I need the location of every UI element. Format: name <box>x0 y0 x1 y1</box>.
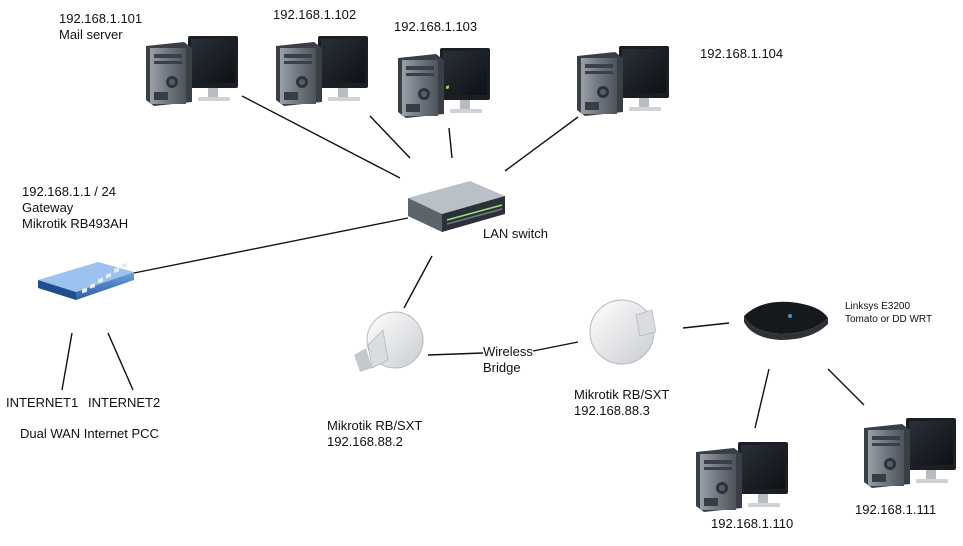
linksys-model: Linksys E3200 <box>845 301 911 312</box>
wireless-bridge-label: Wireless Bridge <box>483 344 533 376</box>
gateway-label: 192.168.1.1 / 24 Gateway Mikrotik RB493A… <box>22 184 128 232</box>
link-sxt-router <box>682 322 730 329</box>
sxt-left-ip: 192.168.88.2 <box>327 434 403 449</box>
link-mail-switch <box>241 95 401 179</box>
linksys-firmware: Tomato or DD WRT <box>845 314 933 325</box>
link-router-110 <box>754 368 770 429</box>
pc-110-icon <box>696 442 788 512</box>
pc-103-icon <box>398 48 490 118</box>
sxt-right-antenna-icon <box>589 299 657 365</box>
pc-mail-server-icon <box>146 36 238 106</box>
gateway-ip: 192.168.1.1 / 24 <box>22 184 116 199</box>
pc-mail-server-label: 192.168.1.101 Mail server <box>59 11 142 43</box>
linksys-router-label: Linksys E3200 Tomato or DD WRT <box>845 300 932 326</box>
sxt-left-label: Mikrotik RB/SXT 192.168.88.2 <box>327 418 422 450</box>
internet2-label: INTERNET2 <box>88 395 161 410</box>
lan-switch-label: LAN switch <box>483 226 549 241</box>
sxt-right-ip: 192.168.88.3 <box>574 403 650 418</box>
lan-switch-icon <box>408 85 505 232</box>
sxt-right-label: Mikrotik RB/SXT 192.168.88.3 <box>574 387 669 419</box>
gateway-role: Gateway <box>22 200 74 215</box>
pc-102-ip: 192.168.1.102 <box>273 7 357 22</box>
pc-102-icon <box>276 36 368 106</box>
sxt-left-antenna-icon <box>354 311 424 372</box>
pc-mail-ip: 192.168.1.101 <box>59 11 143 26</box>
link-104-switch <box>504 116 579 172</box>
link-wan1 <box>61 332 73 391</box>
connections <box>61 95 865 429</box>
pc-104-ip: 192.168.1.104 <box>700 46 784 61</box>
wireless-bridge-line2: Bridge <box>483 360 521 375</box>
link-bridge-left <box>427 352 484 356</box>
gateway-router-icon <box>38 262 134 300</box>
sxt-left-model: Mikrotik RB/SXT <box>327 418 423 433</box>
dual-wan-note: Dual WAN Internet PCC <box>20 426 159 441</box>
linksys-router-icon <box>744 301 828 340</box>
wireless-bridge-line1: Wireless <box>483 344 533 359</box>
gateway-model: Mikrotik RB493AH <box>22 216 129 231</box>
pc-111-ip: 192.168.1.111 <box>855 502 937 517</box>
pc-103-ip: 192.168.1.103 <box>394 19 478 34</box>
internet1-label: INTERNET1 <box>6 395 79 410</box>
link-bridge-right <box>532 341 579 352</box>
link-switch-sxt <box>403 255 433 309</box>
link-gateway-switch <box>133 217 409 274</box>
link-router-111 <box>827 368 865 406</box>
pc-111-icon <box>864 418 956 488</box>
link-wan2 <box>107 332 134 391</box>
pc-110-ip: 192.168.1.110 <box>711 516 794 531</box>
link-103-switch <box>448 127 453 159</box>
sxt-right-model: Mikrotik RB/SXT <box>574 387 670 402</box>
link-102-switch <box>369 115 411 159</box>
pc-mail-role: Mail server <box>59 27 123 42</box>
pc-104-icon <box>577 46 669 116</box>
